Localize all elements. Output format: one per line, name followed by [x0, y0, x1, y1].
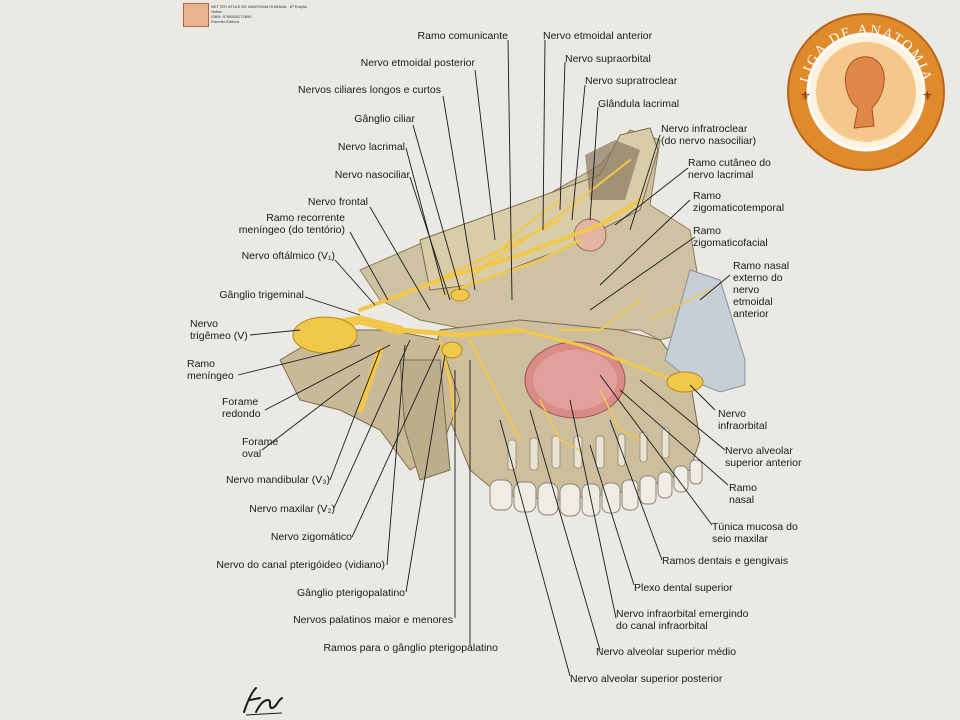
book-info-line: ISBN: 9788535272895	[211, 14, 252, 19]
label-nervo-frontal: Nervo frontal	[307, 196, 368, 208]
book-info-line: Netter	[211, 9, 222, 14]
logo-head-figure	[845, 56, 885, 129]
tooth-roots	[507, 427, 670, 471]
label-nervo-oftalmico: Nervo oftálmico (V₁)	[241, 250, 335, 262]
upper-teeth	[489, 459, 703, 517]
label-nervo-infratroclear: Nervo infratroclear (do nervo nasociliar…	[661, 123, 757, 147]
trigeminal-ganglion-shape	[292, 316, 358, 354]
label-nervo-alveolar-sup-medio: Nervo alveolar superior médio	[596, 646, 737, 658]
nerve-bundles	[295, 159, 711, 451]
label-nervo-supratroclear: Nervo supratroclear	[585, 75, 678, 87]
label-forame-oval: Forame oval	[242, 436, 279, 460]
label-ramos-ganglio: Ramos para o gânglio pterigopalatino	[323, 642, 498, 654]
leader-lines	[237, 39, 731, 677]
logo-fleur-right-icon: ⚜	[922, 89, 933, 103]
book-info: NETTER ATLAS DE ANATOMIA HUMANA · 6ª Edi…	[183, 3, 307, 27]
label-ramo-nasal-externo: Ramo nasal externo do nervo etmoidal ant…	[733, 260, 790, 320]
label-nervo-lacrimal: Nervo lacrimal	[337, 141, 405, 153]
label-nervos-palatinos: Nervos palatinos maior e menores	[293, 614, 453, 626]
label-nervo-zigomatico: Nervo zigomático	[270, 531, 352, 543]
netter-signature	[243, 687, 283, 716]
label-nervo-trigemeo: Nervo trigêmeo (V)	[190, 318, 248, 342]
label-ganglio-trigeminal: Gânglio trigeminal	[219, 289, 304, 301]
book-info-line: Elsevier Editora	[211, 19, 240, 24]
label-nervo-etmoidal-anterior: Nervo etmoidal anterior	[543, 30, 653, 42]
nasal-soft-tissue	[664, 269, 746, 393]
logo-fleur-left-icon: ⚜	[800, 89, 811, 103]
label-nervo-infraorbital: Nervo infraorbital	[718, 408, 768, 432]
label-nervo-alveolar-sup-post: Nervo alveolar superior posterior	[570, 673, 723, 685]
label-tunica-mucosa: Túnica mucosa do seio maxilar	[712, 521, 798, 545]
pterygopalatine-ganglion-shape	[441, 341, 463, 359]
label-ganglio-ciliar: Gânglio ciliar	[354, 113, 415, 125]
label-plexo-dental: Plexo dental superior	[634, 582, 733, 594]
label-glandula-lacrimal: Glândula lacrimal	[598, 98, 680, 110]
label-nervo-canal-pterigoideo: Nervo do canal pterigóideo (vidiano)	[216, 559, 385, 571]
liga-de-anatomia-logo: LIGA DE ANATOMIA MEDICAR CURAT · NATURA …	[787, 13, 945, 171]
label-nervo-nasociliar: Nervo nasociliar	[334, 169, 410, 181]
label-ramo-zigomaticotemporal: Ramo zigomaticotemporal	[693, 190, 785, 214]
label-nervo-etmoidal-posterior: Nervo etmoidal posterior	[360, 57, 475, 69]
label-ganglio-pterigopalatino: Gânglio pterigopalatino	[297, 587, 405, 599]
book-info-line: NETTER ATLAS DE ANATOMIA HUMANA · 6ª Edi…	[211, 4, 307, 9]
label-ramo-recorrente: Ramo recorrente meníngeo (do tentório)	[238, 212, 345, 236]
label-nervo-supraorbital: Nervo supraorbital	[565, 53, 651, 65]
ciliary-ganglion-shape	[450, 288, 470, 302]
label-forame-redondo: Forame redondo	[222, 396, 261, 420]
label-ramo-comunicante: Ramo comunicante	[417, 30, 508, 42]
label-ramo-meningeo: Ramo meníngeo	[187, 358, 234, 382]
label-nervo-alveolar-sup-ant: Nervo alveolar superior anterior	[725, 445, 802, 469]
label-nervos-ciliares: Nervos ciliares longos e curtos	[298, 84, 441, 96]
book-cover-thumbnail	[183, 3, 209, 27]
label-ramo-zigomaticofacial: Ramo zigomaticofacial	[693, 225, 768, 249]
label-nervo-maxilar: Nervo maxilar (V₂)	[249, 503, 335, 515]
label-nervo-mandibular: Nervo mandibular (V₃)	[225, 474, 330, 486]
label-ramo-nasal: Ramo nasal	[729, 482, 758, 506]
infraorbital-foramen-shape	[666, 371, 704, 393]
label-nervo-infraorbital-emergindo: Nervo infraorbital emergindo do canal in…	[616, 608, 749, 632]
label-ramos-dentais: Ramos dentais e gengivais	[662, 555, 789, 567]
label-ramo-cutaneo: Ramo cutâneo do nervo lacrimal	[688, 157, 771, 181]
